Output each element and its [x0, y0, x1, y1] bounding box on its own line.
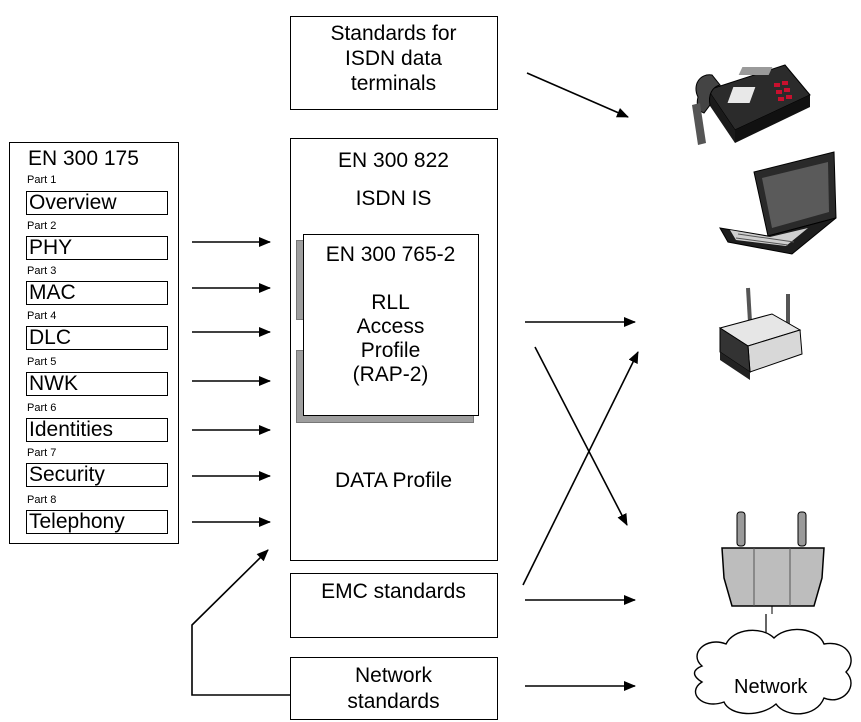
network-standards-box: Network standards	[290, 657, 498, 720]
en300765-box: EN 300 765-2 RLL Access Profile (RAP-2)	[303, 234, 479, 416]
part-nwk: NWK	[26, 372, 168, 396]
base-station-icon	[721, 511, 825, 614]
arrow-emc-to-fixed-part	[522, 351, 639, 586]
arrow-cross-to-base-station	[534, 346, 628, 526]
isdn-standards-line2: ISDN data	[345, 47, 442, 70]
rap-line4: (RAP-2)	[352, 363, 429, 386]
rap-line2: Access	[356, 315, 425, 338]
isdn-standards-line1: Standards for	[330, 22, 457, 45]
part-number-2: Part 2	[27, 220, 57, 232]
part-security: Security	[26, 463, 168, 487]
emc-standards-label: EMC standards	[321, 580, 466, 603]
network-standards-line2: standards	[347, 690, 440, 713]
part-mac: MAC	[26, 281, 168, 305]
telephone-icon	[692, 64, 811, 145]
en300175-title: EN 300 175	[28, 147, 139, 170]
rap-line1: RLL	[371, 291, 410, 314]
part-number-3: Part 3	[27, 265, 57, 277]
laptop-icon	[719, 151, 837, 255]
network-cloud-icon	[693, 614, 852, 715]
radio-fixed-part-icon	[718, 287, 803, 380]
part-identities: Identities	[26, 418, 168, 442]
part-number-8: Part 8	[27, 494, 57, 506]
part-dlc: DLC	[26, 326, 168, 350]
part-number-1: Part 1	[27, 174, 57, 186]
en300765-title: EN 300 765-2	[325, 243, 456, 266]
isdn-standards-box: Standards for ISDN data terminals	[290, 16, 498, 110]
rap-line3: Profile	[360, 339, 421, 362]
emc-standards-box: EMC standards	[290, 573, 498, 638]
arrow-isdn-to-phone	[526, 72, 629, 118]
en300822-title: EN 300 822	[338, 149, 449, 172]
network-standards-line1: Network	[354, 664, 433, 687]
part-overview: Overview	[26, 191, 168, 215]
data-profile-label: DATA Profile	[334, 469, 453, 492]
part-number-5: Part 5	[27, 356, 57, 368]
part-number-7: Part 7	[27, 447, 57, 459]
part-number-6: Part 6	[27, 402, 57, 414]
arrow-network-feedback	[191, 549, 290, 696]
part-phy: PHY	[26, 236, 168, 260]
part-telephony: Telephony	[26, 510, 168, 534]
isdn-standards-line3: terminals	[350, 72, 437, 95]
network-cloud-label: Network	[734, 676, 808, 698]
part-number-4: Part 4	[27, 310, 57, 322]
en300822-subtitle: ISDN IS	[355, 187, 432, 210]
